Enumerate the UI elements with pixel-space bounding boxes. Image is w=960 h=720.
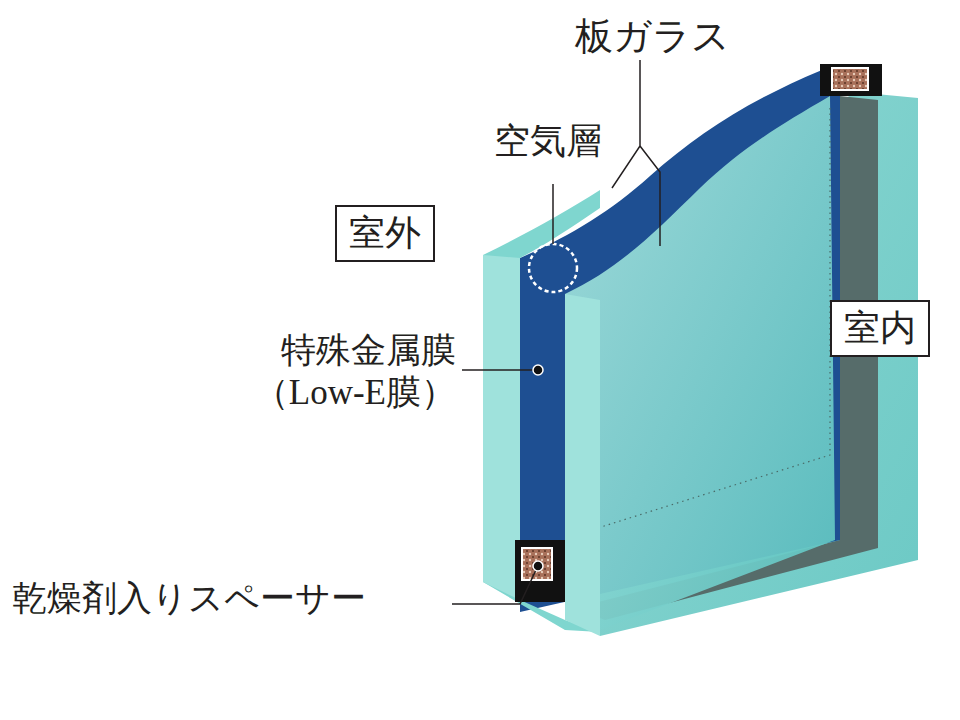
part-label: 板ガラス — [575, 14, 730, 60]
glass-face — [565, 96, 835, 630]
outdoor-box: 室外 — [335, 205, 435, 262]
film-label: 特殊金属膜 （Low-E膜） — [206, 330, 456, 414]
leader-line — [462, 369, 536, 371]
indoor-box: 室内 — [830, 300, 930, 357]
air-gap-marker — [529, 244, 577, 292]
box-text: 室外 — [349, 213, 421, 254]
leader-dot — [533, 561, 543, 571]
seal-line — [585, 108, 830, 532]
leader-line — [452, 570, 536, 604]
part-label: 空気層 — [494, 120, 602, 163]
spacer — [515, 540, 565, 602]
inner-pane-side — [565, 294, 600, 636]
leader-dot — [533, 365, 543, 375]
leader-line — [640, 146, 660, 246]
leader-line — [612, 60, 640, 188]
leader-line — [552, 184, 554, 244]
box-text: 室内 — [844, 308, 916, 349]
desiccant — [832, 68, 868, 90]
outer-pane-side — [483, 255, 520, 600]
spacer — [820, 64, 882, 96]
desiccant — [522, 548, 552, 580]
part-label: 乾燥剤入りスペーサー — [12, 578, 366, 620]
